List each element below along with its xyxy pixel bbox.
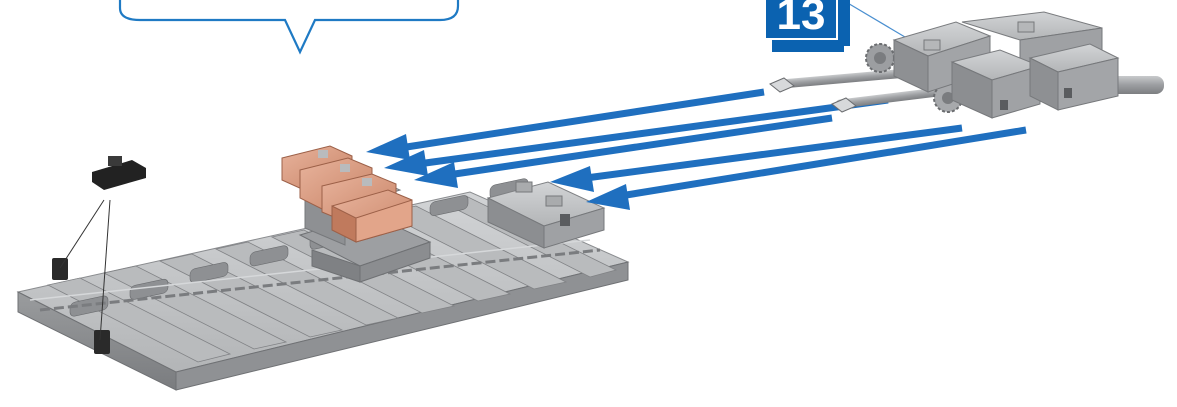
assembly-arrows — [366, 92, 1026, 210]
step-number-text: 13 — [764, 0, 838, 40]
badge-leader-line — [846, 2, 910, 40]
speech-callout — [120, 0, 458, 52]
step-number-badge: 13 — [778, 0, 850, 46]
